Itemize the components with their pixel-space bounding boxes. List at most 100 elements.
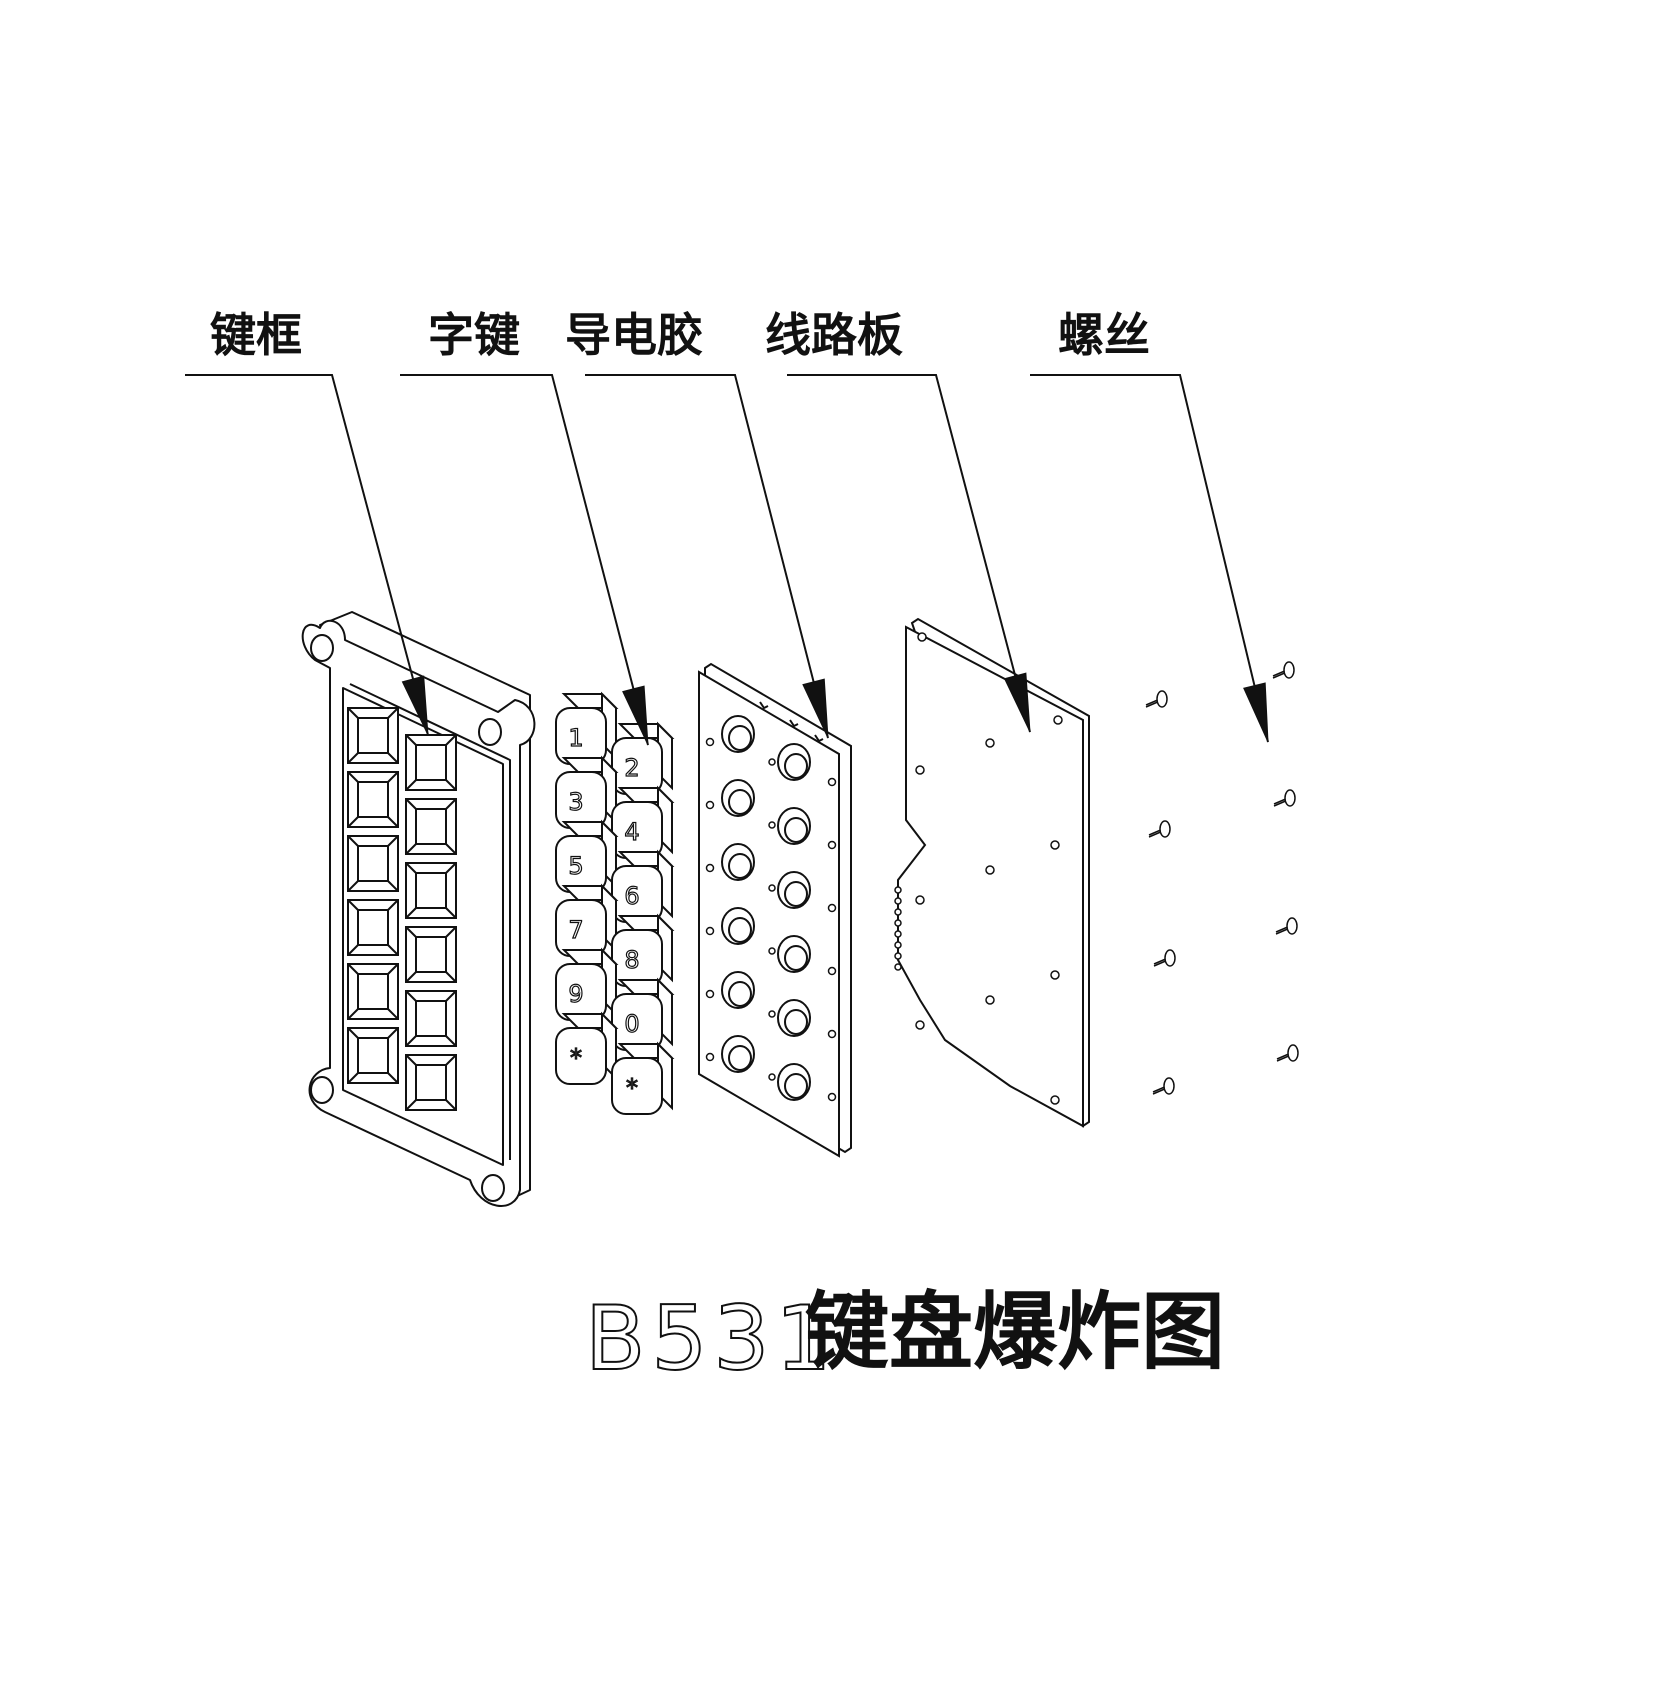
- leader-line: [585, 374, 829, 739]
- screw-head: [1156, 690, 1168, 708]
- frame-window-inner: [415, 808, 447, 845]
- label-key-frame: 键框: [210, 308, 302, 362]
- rubber-dome: [728, 853, 752, 879]
- keycap-label: 9: [568, 980, 583, 1008]
- frame-window-edge: [405, 734, 457, 791]
- rubber-dome: [728, 725, 752, 751]
- rubber-dome: [784, 945, 808, 971]
- rubber-dot: [705, 800, 715, 810]
- pcb-hole: [1053, 715, 1063, 725]
- rubber-dot: [768, 821, 776, 829]
- frame-window-edge: [405, 862, 457, 919]
- frame-window-edge: [347, 1027, 399, 1084]
- keycap: [555, 1027, 607, 1085]
- screw-icon: [1152, 1077, 1175, 1095]
- leader-line: [787, 374, 1031, 733]
- rubber-dome: [728, 917, 752, 943]
- frame-window-inner: [357, 1037, 389, 1074]
- keycap-label: 0: [624, 1010, 639, 1038]
- arrowhead-icon: [1243, 682, 1269, 743]
- pcb-hole: [985, 738, 995, 748]
- rubber-dot: [827, 1092, 837, 1102]
- pcb-hole: [1050, 1095, 1060, 1105]
- screw-head: [1164, 949, 1176, 967]
- label-screws: 螺丝: [1058, 308, 1150, 362]
- frame-window-inner: [415, 936, 447, 973]
- screw-icon: [1145, 690, 1168, 708]
- label-conductive-rubber: 导电胶: [565, 308, 703, 362]
- pcb-connector-pad: [894, 952, 902, 960]
- pcb-hole: [915, 765, 925, 775]
- keycap-label: 8: [624, 946, 639, 974]
- rubber-dot: [827, 903, 837, 913]
- screw-head: [1163, 1077, 1175, 1095]
- keycap-label: 6: [624, 882, 639, 910]
- pcb-connector-pad: [894, 908, 902, 916]
- frame-window-inner: [357, 717, 389, 754]
- frame-window-edge: [347, 707, 399, 764]
- frame-window-inner: [415, 744, 447, 781]
- rubber-dot: [705, 926, 715, 936]
- rubber-dot: [768, 758, 776, 766]
- pcb-hole: [985, 865, 995, 875]
- rubber-dot: [827, 1029, 837, 1039]
- keycap-label: *: [626, 1074, 638, 1102]
- rubber-dome: [784, 1009, 808, 1035]
- screw-icon: [1148, 820, 1171, 838]
- leader-line: [400, 374, 649, 746]
- screw-head: [1286, 917, 1298, 935]
- rubber-dot: [768, 1010, 776, 1018]
- keycap-label: 7: [568, 916, 583, 944]
- pcb-connector-pad: [894, 930, 902, 938]
- rubber-dome: [728, 789, 752, 815]
- label-circuit-board: 线路板: [765, 308, 903, 362]
- frame-window-inner: [357, 845, 389, 882]
- screw-head: [1283, 661, 1295, 679]
- frame-window-inner: [357, 973, 389, 1010]
- rubber-dome: [728, 1045, 752, 1071]
- screw-icon: [1272, 661, 1295, 679]
- frame-window-inner: [357, 781, 389, 818]
- arrowhead-icon: [802, 678, 829, 739]
- screw-head: [1287, 1044, 1299, 1062]
- rubber-dot: [827, 777, 837, 787]
- frame-window-edge: [405, 990, 457, 1047]
- pcb-hole: [917, 632, 927, 642]
- label-key-caps: 字键: [428, 308, 520, 362]
- leader-line: [1030, 374, 1269, 743]
- frame-hole-icon: [478, 718, 502, 746]
- rubber-dome: [784, 881, 808, 907]
- keycap-label: 2: [624, 754, 639, 782]
- frame-window-inner: [415, 1000, 447, 1037]
- screw-head: [1159, 820, 1171, 838]
- rubber-dome: [784, 817, 808, 843]
- rubber-dot: [705, 863, 715, 873]
- leader-line: [185, 374, 429, 736]
- frame-window-edge: [405, 926, 457, 983]
- frame-window-edge: [347, 963, 399, 1020]
- pcb-connector-pad: [894, 963, 902, 971]
- frame-window-edge: [347, 835, 399, 892]
- pcb-connector-pad: [894, 886, 902, 894]
- pcb-connector-pad: [894, 941, 902, 949]
- frame-window-inner: [357, 909, 389, 946]
- keycap-label: *: [570, 1044, 582, 1072]
- keycap-label: 1: [568, 724, 583, 752]
- title-model: B531: [584, 1287, 838, 1390]
- pcb-connector-pad: [894, 919, 902, 927]
- title-caption: 键盘爆炸图: [805, 1283, 1226, 1381]
- frame-hole-icon: [481, 1174, 505, 1202]
- pcb-hole: [1050, 970, 1060, 980]
- rubber-dot: [768, 947, 776, 955]
- rubber-dot: [827, 840, 837, 850]
- rubber-dot: [705, 989, 715, 999]
- frame-window-edge: [405, 1054, 457, 1111]
- screw-icon: [1273, 789, 1296, 807]
- pcb-hole: [915, 895, 925, 905]
- pcb-connector-pad: [894, 897, 902, 905]
- rubber-dot: [705, 1052, 715, 1062]
- keycap-label: 3: [568, 788, 583, 816]
- pcb-hole: [915, 1020, 925, 1030]
- rubber-dome: [784, 753, 808, 779]
- rubber-dot: [705, 737, 715, 747]
